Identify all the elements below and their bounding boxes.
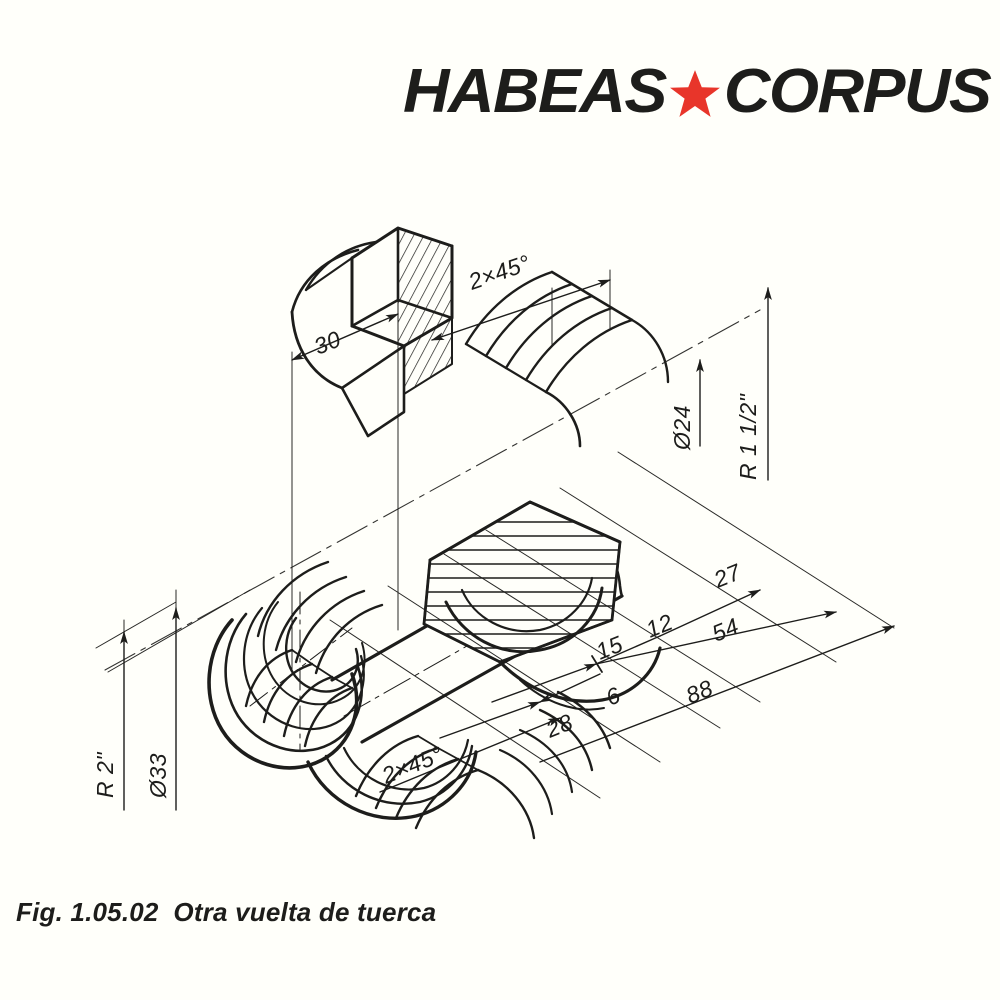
dim-label-30: 30 <box>310 326 344 360</box>
dim-label-r-1-1-2: R 1 1/2" <box>735 392 761 480</box>
drawing-canvas: 30 2×45° Ø24 R 1 1/2" R 2" Ø33 2×45° 28 … <box>92 226 895 840</box>
dimension-lines <box>120 279 895 811</box>
figure-caption: Fig. 1.05.02 Otra vuelta de tuerca <box>16 897 437 927</box>
star-icon <box>669 70 720 117</box>
brand-word-habeas: HABEAS <box>402 57 667 126</box>
hex-nut <box>290 226 454 438</box>
dim-label-15: 15 <box>592 631 626 665</box>
thread-right-upper <box>464 270 634 394</box>
dim-label-dia-24: Ø24 <box>669 405 695 451</box>
dim-label-chamfer-top: 2×45° <box>464 249 533 295</box>
dim-label-dia-33: Ø33 <box>145 753 171 799</box>
thread-collar-left <box>256 560 384 675</box>
union-body-section <box>422 500 622 664</box>
thread-left-outer <box>244 648 354 748</box>
dim-label-54: 54 <box>708 613 742 647</box>
dim-label-12: 12 <box>642 609 676 643</box>
brand-word-corpus: CORPUS <box>723 57 992 126</box>
center-axis <box>104 309 761 671</box>
dim-label-88: 88 <box>682 675 716 709</box>
dim-label-chamfer-bottom: 2×45° <box>377 741 447 789</box>
thread-right-end <box>544 318 670 448</box>
dim-label-27: 27 <box>709 558 745 593</box>
union-cone-lower-right <box>498 646 662 711</box>
dimension-ticks <box>591 655 603 673</box>
technical-drawing: 30 2×45° Ø24 R 1 1/2" R 2" Ø33 2×45° 28 … <box>0 150 1000 850</box>
dim-label-r-2: R 2" <box>92 751 118 798</box>
union-skirt-lower <box>306 738 478 820</box>
thread-lower-right-end <box>476 690 612 840</box>
brand-logo: HABEAS CORPUS <box>403 52 992 132</box>
